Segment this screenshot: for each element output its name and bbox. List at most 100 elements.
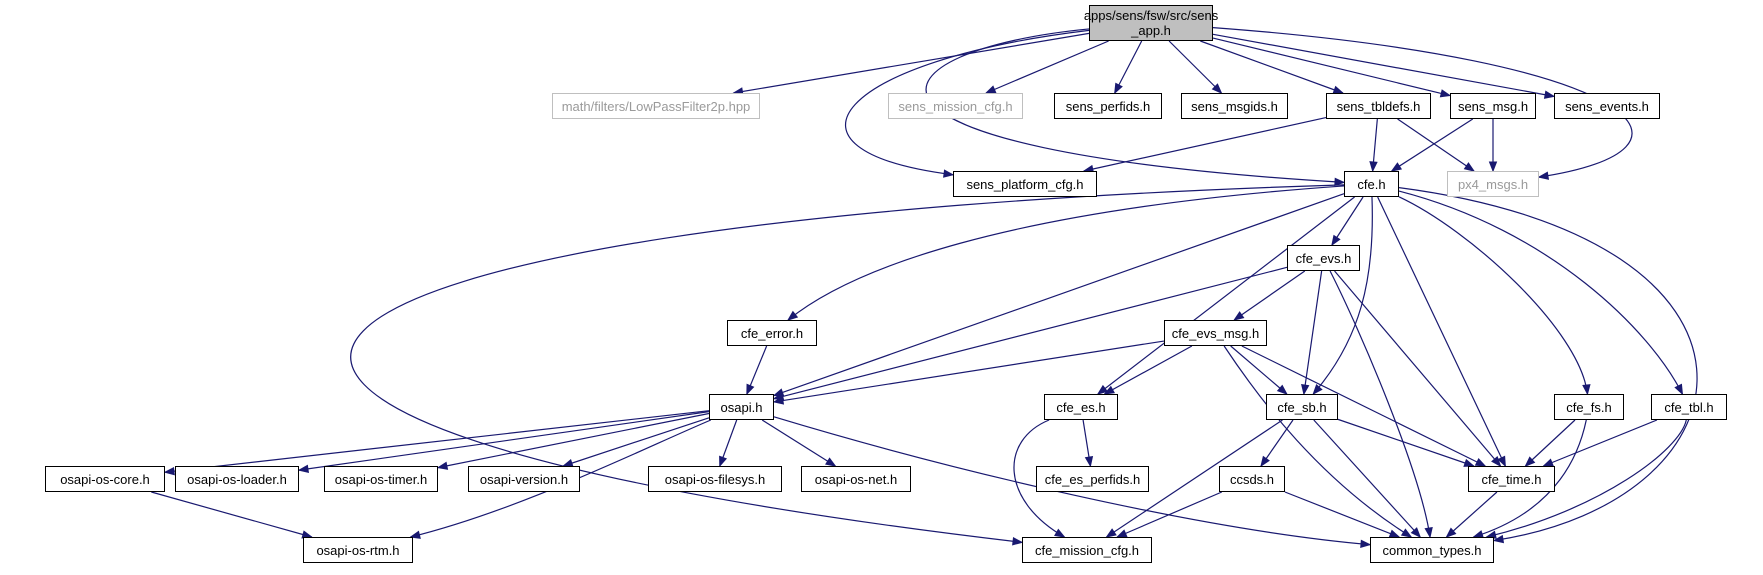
edge-cfe-to-osapi xyxy=(772,193,1345,397)
edge-cfe-to-cfe_fs xyxy=(1398,196,1591,396)
edge-cfe-to-common_types xyxy=(1398,186,1698,544)
edge-cfe_time-to-common_types xyxy=(1445,491,1498,538)
edge-sens_app-to-platform_cfg xyxy=(844,29,1090,178)
edge-sens_app-to-msgids xyxy=(1168,40,1223,94)
node-mission-cfg: sens_mission_cfg.h xyxy=(888,93,1023,119)
node-platform-cfg[interactable]: sens_platform_cfg.h xyxy=(953,171,1097,197)
edge-cfe-to-cfe_time xyxy=(1377,196,1506,468)
node-label: common_types.h xyxy=(1382,542,1482,558)
node-label: cfe_evs_msg.h xyxy=(1171,325,1260,341)
edge-tbldefs-to-cfe xyxy=(1369,118,1378,173)
edge-osapi-to-os_filesys xyxy=(719,419,738,468)
node-cfe-es-perfids[interactable]: cfe_es_perfids.h xyxy=(1036,466,1149,492)
edge-sens_app-to-perfids xyxy=(1114,40,1143,95)
node-label: px4_msgs.h xyxy=(1457,176,1529,192)
node-label: cfe_sb.h xyxy=(1277,399,1327,415)
edge-cfe_es-to-cfe_es_perfids xyxy=(1082,419,1094,468)
edge-cfe_evs_msg-to-common_types xyxy=(1223,345,1413,538)
node-cfe-sb[interactable]: cfe_sb.h xyxy=(1266,394,1338,420)
node-os-version[interactable]: osapi-version.h xyxy=(468,466,580,492)
node-ccsds[interactable]: ccsds.h xyxy=(1219,466,1285,492)
edge-cfe_evs-to-cfe_sb xyxy=(1301,270,1323,396)
node-label: cfe_error.h xyxy=(740,325,804,341)
edge-sens_app-to-sens_msg xyxy=(1212,37,1452,98)
node-sens-msg[interactable]: sens_msg.h xyxy=(1450,93,1536,119)
edge-sens_app-to-lowpass xyxy=(732,32,1090,96)
edge-osapi-to-os_loader xyxy=(297,411,710,473)
edge-sens_app-to-sens_events xyxy=(1212,33,1556,99)
node-sens-app: apps/sens/fsw/src/sens_app.h xyxy=(1084,5,1218,41)
edge-tbldefs-to-px4 xyxy=(1397,118,1476,172)
node-cfe-mission-cfg[interactable]: cfe_mission_cfg.h xyxy=(1022,537,1152,563)
edge-cfe_error-to-osapi xyxy=(746,345,768,396)
node-px4: px4_msgs.h xyxy=(1447,171,1539,197)
edge-sens_msg-to-px4 xyxy=(1488,119,1498,173)
edge-osapi-to-os_timer xyxy=(436,412,710,470)
edge-cfe_sb-to-ccsds xyxy=(1260,419,1294,468)
node-cfe-error[interactable]: cfe_error.h xyxy=(727,320,817,346)
edge-ccsds-to-cfe_mission_cfg xyxy=(1115,491,1223,538)
edge-cfe_evs_msg-to-cfe_es xyxy=(1103,345,1193,395)
node-label: osapi.h xyxy=(720,399,763,415)
edge-cfe_tbl-to-cfe_time xyxy=(1542,419,1658,467)
node-os-net[interactable]: osapi-os-net.h xyxy=(801,466,911,492)
edge-cfe-to-cfe_sb xyxy=(1312,196,1373,396)
node-cfe[interactable]: cfe.h xyxy=(1344,171,1399,197)
node-label: cfe_es_perfids.h xyxy=(1044,471,1141,487)
node-common-types[interactable]: common_types.h xyxy=(1370,537,1494,563)
node-label: sens_msg.h xyxy=(1457,98,1529,114)
node-label: cfe_evs.h xyxy=(1295,250,1352,266)
node-osapi[interactable]: osapi.h xyxy=(709,394,774,420)
edge-sens_app-to-mission_cfg xyxy=(984,40,1109,94)
edge-osapi-to-common_types xyxy=(773,416,1372,549)
node-lowpass: math/filters/LowPassFilter2p.hpp xyxy=(552,93,760,119)
node-cfe-time[interactable]: cfe_time.h xyxy=(1468,466,1555,492)
edge-osapi-to-os_net xyxy=(761,419,837,467)
node-label: osapi-os-filesys.h xyxy=(664,471,766,487)
edge-cfe_evs-to-cfe_evs_msg xyxy=(1233,270,1306,321)
edge-osapi-to-os_core xyxy=(163,410,710,476)
node-label: math/filters/LowPassFilter2p.hpp xyxy=(561,98,751,114)
edge-cfe_evs_msg-to-osapi xyxy=(772,340,1165,405)
node-label: sens_events.h xyxy=(1565,98,1649,114)
node-label: sens_tbldefs.h xyxy=(1336,98,1421,114)
node-label: osapi-os-timer.h xyxy=(334,471,428,487)
edge-cfe-to-cfe_error xyxy=(787,185,1345,321)
node-label: ccsds.h xyxy=(1229,471,1275,487)
node-os-loader[interactable]: osapi-os-loader.h xyxy=(175,466,299,492)
node-label: sens_platform_cfg.h xyxy=(966,176,1084,192)
node-os-rtm[interactable]: osapi-os-rtm.h xyxy=(303,537,413,563)
edge-sens_app-to-tbldefs xyxy=(1200,40,1345,94)
edge-cfe-to-cfe_evs xyxy=(1331,196,1364,247)
edge-os_core-to-os_rtm xyxy=(151,491,314,539)
node-tbldefs[interactable]: sens_tbldefs.h xyxy=(1326,93,1431,119)
node-label: apps/sens/fsw/src/sens_app.h xyxy=(1083,8,1219,38)
node-label: sens_msgids.h xyxy=(1191,98,1278,114)
node-cfe-evs[interactable]: cfe_evs.h xyxy=(1287,245,1360,271)
node-label: osapi-os-loader.h xyxy=(187,471,287,487)
edge-cfe_evs-to-cfe_time xyxy=(1334,270,1502,468)
edge-cfe_sb-to-cfe_mission_cfg xyxy=(1105,419,1283,538)
node-label: sens_perfids.h xyxy=(1065,98,1151,114)
node-cfe-es[interactable]: cfe_es.h xyxy=(1044,394,1118,420)
node-cfe-tbl[interactable]: cfe_tbl.h xyxy=(1651,394,1727,420)
node-cfe-evs-msg[interactable]: cfe_evs_msg.h xyxy=(1164,320,1267,346)
edge-cfe_evs_msg-to-cfe_time xyxy=(1241,345,1487,467)
node-msgids[interactable]: sens_msgids.h xyxy=(1181,93,1288,119)
edge-cfe-to-cfe_es xyxy=(1096,196,1355,395)
node-label: cfe_mission_cfg.h xyxy=(1034,542,1140,558)
node-perfids[interactable]: sens_perfids.h xyxy=(1054,93,1162,119)
node-os-core[interactable]: osapi-os-core.h xyxy=(45,466,165,492)
node-label: cfe.h xyxy=(1357,176,1386,192)
node-label: cfe_es.h xyxy=(1056,399,1106,415)
node-label: sens_mission_cfg.h xyxy=(898,98,1013,114)
edge-cfe-to-cfe_mission_cfg xyxy=(350,184,1345,546)
node-os-filesys[interactable]: osapi-os-filesys.h xyxy=(648,466,782,492)
node-sens-events[interactable]: sens_events.h xyxy=(1554,93,1660,119)
node-cfe-fs[interactable]: cfe_fs.h xyxy=(1554,394,1624,420)
edge-cfe_es-to-cfe_mission_cfg xyxy=(1013,419,1066,538)
edge-cfe_evs-to-common_types xyxy=(1329,270,1433,539)
node-label: osapi-os-core.h xyxy=(60,471,150,487)
node-os-timer[interactable]: osapi-os-timer.h xyxy=(324,466,438,492)
edge-ccsds-to-common_types xyxy=(1284,491,1401,538)
